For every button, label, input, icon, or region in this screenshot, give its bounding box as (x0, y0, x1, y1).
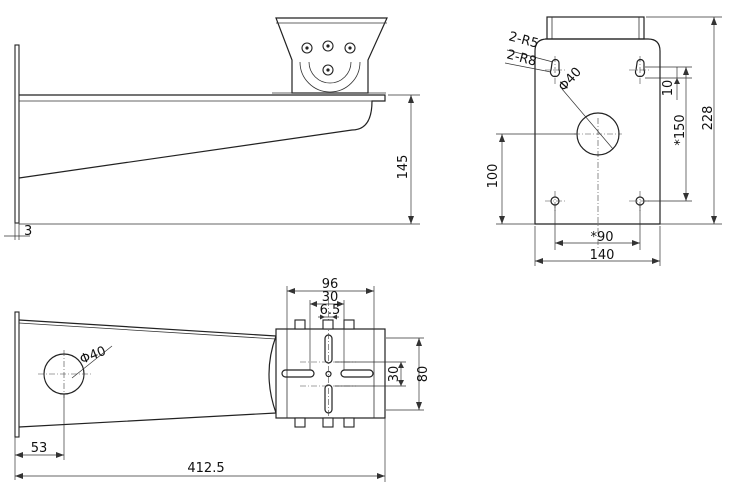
dim-plate-thickness: 3 (24, 224, 32, 239)
dim-overall-length: 412.5 (187, 461, 224, 476)
side-mount-bracket (275, 17, 388, 94)
dim-slot-width: 6.5 (320, 303, 341, 318)
slot-horizontal-left (281, 369, 315, 378)
dim-hole-offset: 53 (31, 441, 48, 456)
slot-horizontal-right (340, 369, 374, 378)
keyhole-slot-right (634, 58, 646, 78)
dim-overall-height: 228 (701, 106, 716, 131)
top-view-bolts (294, 319, 355, 428)
keyhole-slot-left (549, 58, 561, 78)
dim-plate-width: 96 (322, 277, 339, 292)
side-view: 145 3 (4, 17, 420, 240)
top-arm (18, 319, 277, 428)
dim-side-height: 145 (396, 155, 411, 180)
back-plate-outline (534, 38, 661, 225)
center-hole (576, 112, 620, 156)
dim-plate-depth: 80 (416, 366, 431, 383)
dim-hole-spacing-vertical: *150 (673, 114, 688, 145)
side-wall-plate (14, 44, 20, 224)
top-view: Φ40 96 30 (14, 277, 431, 482)
back-plate-view: 2-R5 2-R8 Φ40 10 *150 228 100 *90 (486, 16, 722, 266)
dim-center-hole-diameter: Φ40 (556, 65, 585, 95)
dim-overall-width: 140 (590, 248, 615, 263)
dim-slot-length: 30 (387, 366, 402, 383)
dim-slot-spacing: 30 (322, 290, 339, 305)
dim-center-height: 100 (486, 164, 501, 189)
dim-arm-hole-diameter: Φ40 (78, 344, 108, 368)
dim-hole-spacing-horizontal: *90 (590, 230, 613, 245)
dim-slot-height: 10 (661, 80, 676, 97)
side-bolts (301, 40, 356, 76)
top-wall-plate (14, 311, 20, 438)
side-arm (18, 94, 386, 179)
